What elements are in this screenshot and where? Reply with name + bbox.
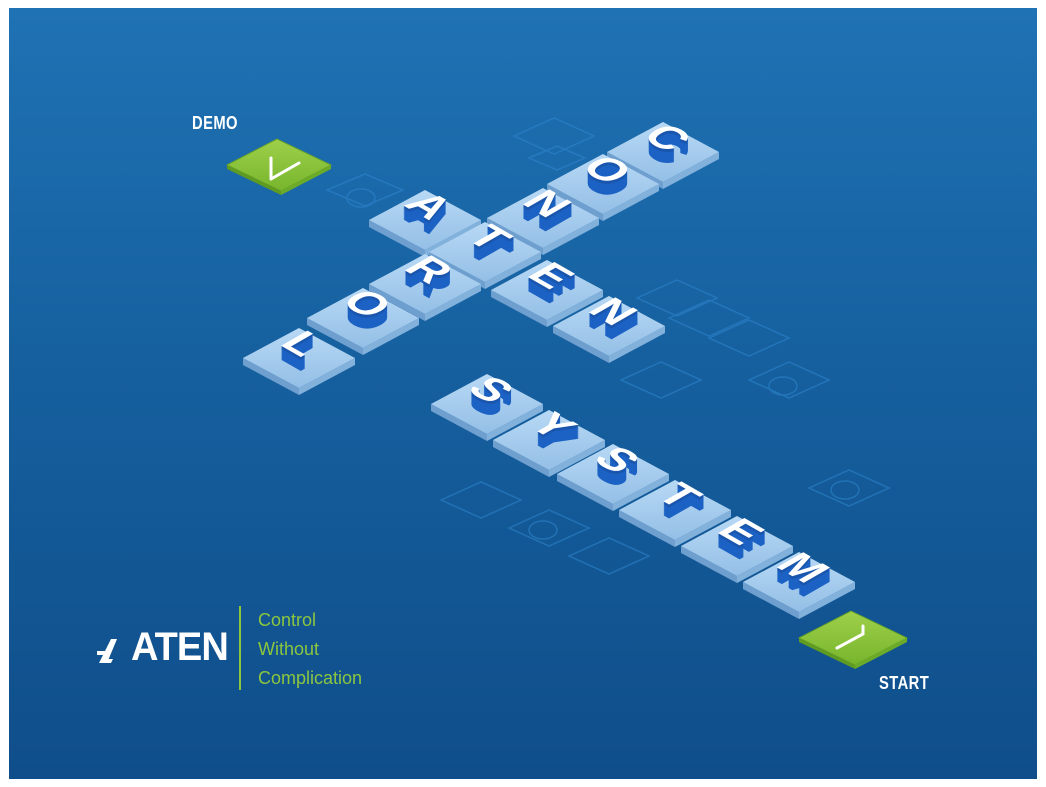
start-label[interactable]: START — [879, 673, 930, 693]
demo-button[interactable] — [225, 138, 333, 195]
tile — [681, 516, 793, 583]
logo-divider — [239, 606, 241, 690]
tile — [619, 480, 731, 547]
aten-logo-icon — [97, 639, 117, 663]
tagline-line: Complication — [258, 668, 363, 688]
logo-wordmark: ATEN — [131, 625, 229, 669]
ghost-tiles — [325, 117, 891, 575]
tile — [307, 288, 419, 355]
tile — [557, 444, 669, 511]
tile — [369, 254, 481, 321]
tile — [547, 154, 659, 221]
tile — [743, 552, 855, 619]
tagline-line: Control — [258, 610, 317, 630]
tile — [431, 374, 543, 441]
tile — [243, 328, 355, 395]
start-button[interactable] — [797, 610, 909, 669]
tile — [493, 410, 605, 477]
checkmark-icon — [835, 624, 865, 650]
checkmark-icon — [269, 156, 301, 181]
tiles-layer — [243, 122, 855, 619]
tile — [553, 296, 665, 363]
tile — [491, 260, 603, 327]
tagline: Control Without Complication — [258, 606, 362, 693]
tagline-line: Without — [258, 639, 320, 659]
puzzle-scene: CCCCCCCCCCCCCCCOOOOOOOOOOOOOOONNNNNNNNNN… — [225, 117, 909, 669]
demo-label[interactable]: DEMO — [192, 113, 238, 133]
